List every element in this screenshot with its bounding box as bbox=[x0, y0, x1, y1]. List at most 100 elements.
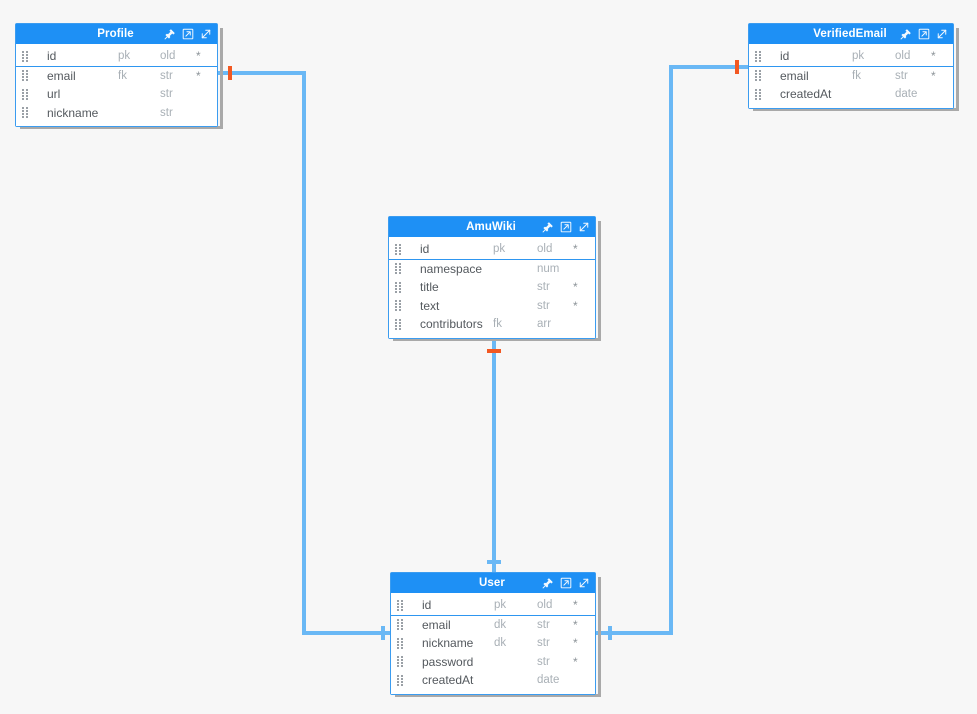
field-required-marker: * bbox=[931, 68, 936, 83]
field-row[interactable]: text str * bbox=[389, 297, 595, 316]
pin-icon[interactable] bbox=[164, 28, 176, 40]
field-type: str bbox=[537, 655, 550, 668]
field-row[interactable]: nickname str bbox=[16, 104, 217, 123]
field-name: id bbox=[420, 242, 430, 257]
entity-title: AmuWiki bbox=[466, 221, 516, 233]
field-name: email bbox=[47, 68, 76, 83]
entity-header-verifiedemail[interactable]: VerifiedEmail bbox=[749, 24, 953, 44]
open-in-new-icon[interactable] bbox=[560, 221, 572, 233]
drag-handle-icon[interactable] bbox=[22, 70, 31, 82]
field-type: str bbox=[537, 637, 550, 650]
field-type: str bbox=[537, 618, 550, 631]
entity-title: VerifiedEmail bbox=[813, 28, 887, 40]
entity-header-actions bbox=[542, 217, 590, 237]
drag-handle-icon[interactable] bbox=[395, 263, 404, 275]
field-type: date bbox=[537, 674, 560, 687]
field-key: fk bbox=[852, 69, 861, 82]
field-required-marker: * bbox=[573, 242, 578, 257]
field-key: dk bbox=[494, 637, 507, 650]
open-in-new-icon[interactable] bbox=[918, 28, 930, 40]
field-key: fk bbox=[493, 318, 502, 331]
drag-handle-icon[interactable] bbox=[397, 599, 406, 611]
expand-icon[interactable] bbox=[578, 577, 590, 589]
field-name: title bbox=[420, 280, 439, 295]
field-key: pk bbox=[852, 50, 865, 63]
field-type: str bbox=[537, 299, 550, 312]
field-required-marker: * bbox=[573, 298, 578, 313]
field-required-marker: * bbox=[573, 280, 578, 295]
drag-handle-icon[interactable] bbox=[397, 637, 406, 649]
entity-header-actions bbox=[164, 24, 212, 44]
entity-header-profile[interactable]: Profile bbox=[16, 24, 217, 44]
entity-header-amuwiki[interactable]: AmuWiki bbox=[389, 217, 595, 237]
entity-header-user[interactable]: User bbox=[391, 573, 595, 593]
drag-handle-icon[interactable] bbox=[22, 50, 31, 62]
drag-handle-icon[interactable] bbox=[395, 318, 404, 330]
field-name: id bbox=[780, 49, 790, 64]
open-in-new-icon[interactable] bbox=[182, 28, 194, 40]
field-key: fk bbox=[118, 69, 127, 82]
field-name: email bbox=[422, 617, 451, 632]
field-name: url bbox=[47, 87, 61, 102]
field-type: str bbox=[160, 106, 173, 119]
field-row[interactable]: email fk str * bbox=[16, 67, 217, 86]
expand-icon[interactable] bbox=[578, 221, 590, 233]
field-required-marker: * bbox=[931, 49, 936, 64]
drag-handle-icon[interactable] bbox=[395, 300, 404, 312]
drag-handle-icon[interactable] bbox=[397, 619, 406, 631]
field-name: text bbox=[420, 298, 440, 313]
pin-icon[interactable] bbox=[542, 577, 554, 589]
field-row[interactable]: createdAt date bbox=[391, 671, 595, 690]
field-required-marker: * bbox=[573, 654, 578, 669]
drag-handle-icon[interactable] bbox=[395, 243, 404, 255]
field-name: nickname bbox=[47, 105, 99, 120]
pin-icon[interactable] bbox=[542, 221, 554, 233]
drag-handle-icon[interactable] bbox=[397, 674, 406, 686]
open-in-new-icon[interactable] bbox=[560, 577, 572, 589]
drag-handle-icon[interactable] bbox=[397, 656, 406, 668]
entity-title: Profile bbox=[97, 28, 134, 40]
field-name: createdAt bbox=[422, 673, 474, 688]
drag-handle-icon[interactable] bbox=[395, 281, 404, 293]
field-type: str bbox=[160, 69, 173, 82]
pin-icon[interactable] bbox=[900, 28, 912, 40]
relationship-line-profile-user[interactable] bbox=[218, 71, 390, 635]
field-type: old bbox=[537, 599, 553, 612]
expand-icon[interactable] bbox=[200, 28, 212, 40]
field-name: contributors bbox=[420, 317, 483, 332]
field-type: old bbox=[537, 243, 553, 256]
relationship-line-verifiedemail-user[interactable] bbox=[596, 65, 748, 635]
drag-handle-icon[interactable] bbox=[755, 70, 764, 82]
entity-header-actions bbox=[900, 24, 948, 44]
drag-handle-icon[interactable] bbox=[22, 107, 31, 119]
field-required-marker: * bbox=[573, 598, 578, 613]
drag-handle-icon[interactable] bbox=[755, 88, 764, 100]
expand-icon[interactable] bbox=[936, 28, 948, 40]
field-name: email bbox=[780, 68, 809, 83]
field-required-marker: * bbox=[573, 617, 578, 632]
field-required-marker: * bbox=[196, 68, 201, 83]
drag-handle-icon[interactable] bbox=[22, 88, 31, 100]
drag-handle-icon[interactable] bbox=[755, 50, 764, 62]
